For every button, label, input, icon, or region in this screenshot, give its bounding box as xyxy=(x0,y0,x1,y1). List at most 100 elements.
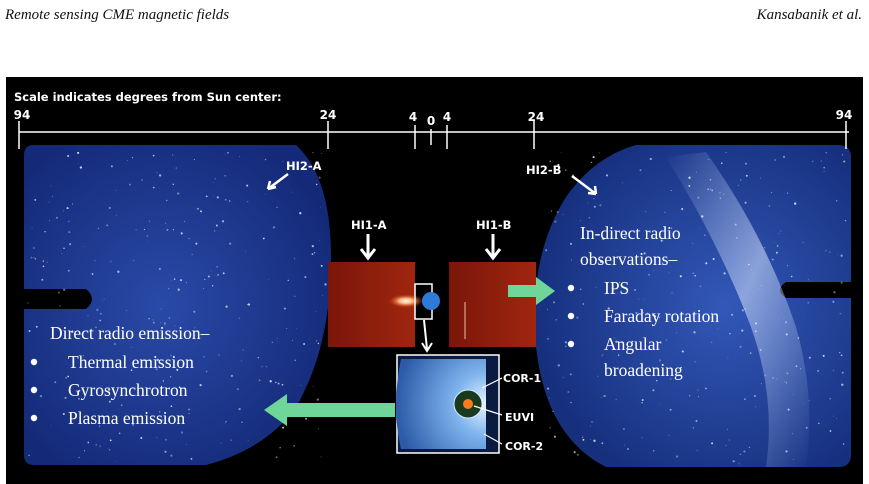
star xyxy=(643,299,644,300)
star xyxy=(225,422,226,423)
star xyxy=(549,427,551,429)
star xyxy=(110,261,111,262)
star xyxy=(826,152,827,153)
star xyxy=(552,411,553,412)
star xyxy=(746,175,748,177)
star xyxy=(165,439,167,441)
star xyxy=(741,329,743,331)
star xyxy=(67,376,69,378)
star xyxy=(656,380,657,381)
indirect-title-line-2: observations– xyxy=(580,249,677,269)
star xyxy=(34,199,36,201)
star xyxy=(602,354,603,355)
star xyxy=(266,366,267,367)
star xyxy=(688,185,690,187)
star xyxy=(141,179,143,181)
star xyxy=(92,273,94,275)
star xyxy=(197,208,199,210)
star xyxy=(696,172,697,173)
star xyxy=(742,309,744,311)
star xyxy=(156,437,157,438)
cor2-label: COR-2 xyxy=(505,440,543,453)
star xyxy=(843,160,845,162)
star xyxy=(51,425,52,426)
star xyxy=(229,243,231,245)
cor1-label: COR-1 xyxy=(503,372,541,385)
star xyxy=(817,370,819,372)
star xyxy=(594,206,596,208)
star xyxy=(56,217,58,219)
star xyxy=(237,388,238,389)
star xyxy=(159,174,161,176)
star xyxy=(173,184,174,185)
star xyxy=(98,228,99,229)
star xyxy=(697,197,699,199)
star xyxy=(177,192,179,194)
star xyxy=(680,275,682,277)
hi2b-label: HI2-B xyxy=(526,163,561,177)
star xyxy=(228,152,229,153)
hi1a-label: HI1-A xyxy=(351,218,387,232)
star xyxy=(316,184,317,185)
star xyxy=(181,232,183,234)
star xyxy=(299,212,301,214)
star xyxy=(699,227,700,228)
star xyxy=(748,264,750,266)
star xyxy=(40,395,42,397)
star xyxy=(318,428,319,429)
star xyxy=(670,409,672,411)
star xyxy=(217,274,219,276)
star xyxy=(239,156,240,157)
star xyxy=(173,229,174,230)
star xyxy=(276,456,278,458)
central-sun-icon xyxy=(422,292,440,310)
star xyxy=(87,442,89,444)
star xyxy=(191,458,193,460)
star xyxy=(547,387,549,389)
star xyxy=(87,315,88,316)
star xyxy=(292,340,293,341)
star xyxy=(312,253,314,255)
star xyxy=(725,445,726,446)
star xyxy=(114,343,116,345)
star xyxy=(243,350,244,351)
star xyxy=(772,377,773,378)
star xyxy=(127,160,128,161)
star xyxy=(295,360,296,361)
star xyxy=(153,155,155,157)
star xyxy=(590,439,591,440)
star xyxy=(283,161,284,162)
star xyxy=(186,444,187,445)
star xyxy=(595,287,596,288)
star xyxy=(700,286,702,288)
star xyxy=(708,159,709,160)
star xyxy=(740,179,741,180)
star xyxy=(774,159,775,160)
star xyxy=(755,406,756,407)
star xyxy=(69,243,71,245)
star xyxy=(601,442,603,444)
star xyxy=(547,338,549,340)
star xyxy=(33,257,34,258)
star xyxy=(77,152,79,154)
star xyxy=(214,182,215,183)
star xyxy=(764,375,766,377)
star xyxy=(119,433,121,435)
star xyxy=(215,178,216,179)
star xyxy=(736,237,737,238)
star xyxy=(282,427,284,429)
star xyxy=(231,440,232,441)
star xyxy=(226,421,227,422)
star xyxy=(761,383,762,384)
star xyxy=(823,167,825,169)
star xyxy=(102,301,103,302)
star xyxy=(63,210,64,211)
indirect-bullet-2 xyxy=(568,313,574,319)
star xyxy=(294,258,295,259)
star xyxy=(760,178,761,179)
star xyxy=(791,276,793,278)
star xyxy=(59,305,60,306)
star xyxy=(78,457,79,458)
star xyxy=(833,291,835,293)
indirect-bullet-1 xyxy=(568,285,574,291)
